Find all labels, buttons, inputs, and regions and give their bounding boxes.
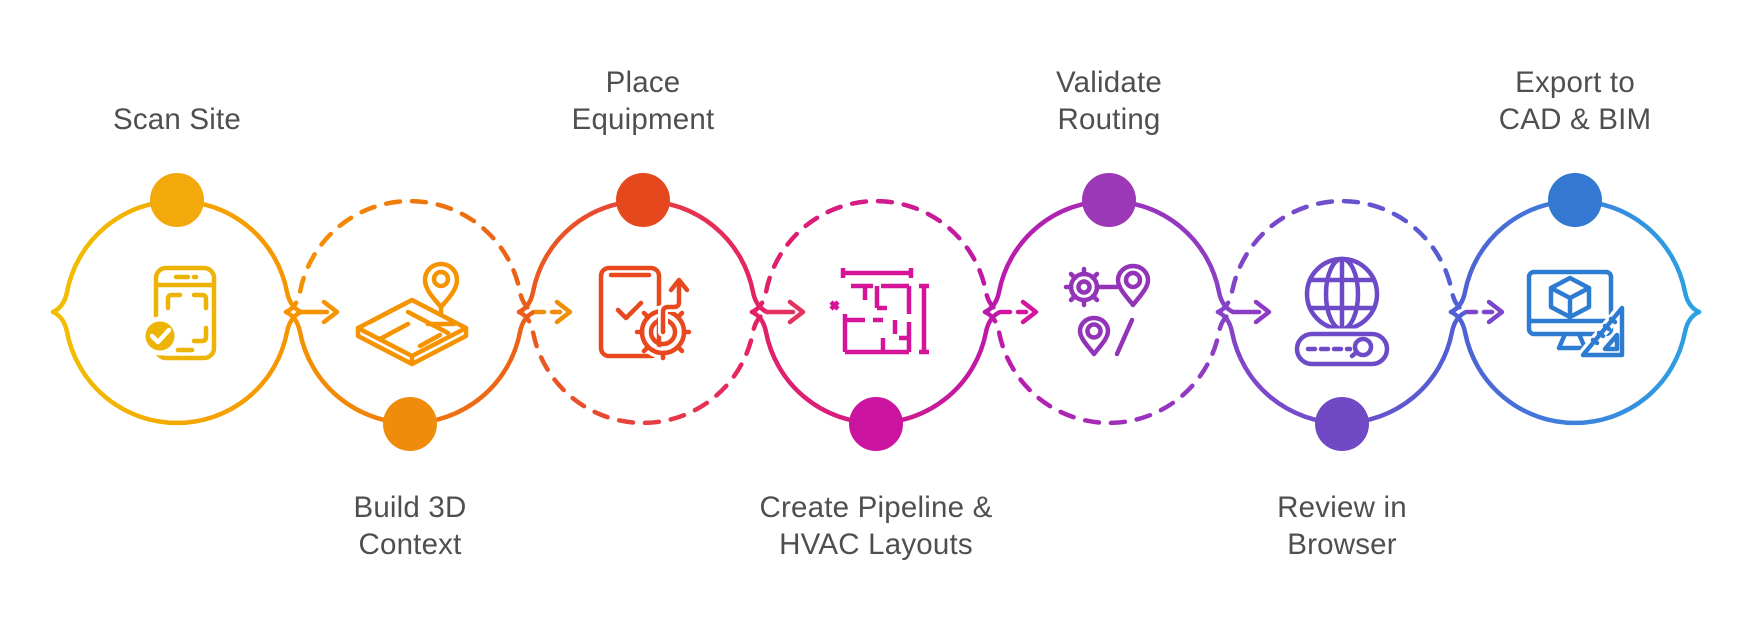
globe-search-icon: [1291, 256, 1393, 370]
map-3d-icon: [355, 259, 469, 367]
connector-4-arrow: [999, 299, 1039, 325]
step-2-node-dot: [383, 397, 437, 451]
step-2-arc-top: [283, 198, 537, 315]
step-5-label: Validate Routing: [1055, 66, 1163, 136]
step-1-node-dot: [150, 173, 204, 227]
step-2-label: Build 3D Context: [353, 491, 467, 561]
step-5-node-dot: [1082, 173, 1136, 227]
connector-2-arrowhead-icon: [554, 299, 573, 325]
step-4-arc-top: [749, 198, 1003, 315]
connector-1-arrowhead-icon: [321, 299, 340, 325]
floorplan-icon: [829, 268, 929, 355]
cad-monitor-icon: [1526, 269, 1628, 361]
step-1-label: Scan Site: [112, 103, 242, 136]
step-4-node-dot: [849, 397, 903, 451]
connector-5-arrowhead-icon: [1253, 299, 1272, 325]
step-4-label: Create Pipeline & HVAC Layouts: [759, 491, 993, 561]
step-7-node-dot: [1548, 173, 1602, 227]
step-3-arc-bottom: [516, 309, 770, 426]
connector-6-arrowhead-icon: [1486, 299, 1505, 325]
connector-5-arrow: [1230, 299, 1272, 325]
scan-phone-icon: [140, 265, 217, 361]
step-6-arc-top: [1215, 198, 1469, 315]
step-1-circle: [50, 198, 304, 426]
routing-pins-icon: [1063, 263, 1151, 357]
step-6-label: Review in Browser: [1277, 491, 1407, 561]
step-7-label: Export to CAD & BIM: [1498, 66, 1652, 136]
connector-6-arrow: [1465, 299, 1505, 325]
step-5-arc-bottom: [982, 309, 1236, 426]
connector-3-arrow: [764, 299, 806, 325]
connector-1-arrow: [298, 299, 340, 325]
equipment-gear-icon: [598, 265, 692, 361]
connector-4-arrowhead-icon: [1020, 299, 1039, 325]
connector-3-arrowhead-icon: [787, 299, 806, 325]
step-6-node-dot: [1315, 397, 1369, 451]
step-7-arc-bottom: [1448, 309, 1702, 426]
connector-2-arrow: [533, 299, 573, 325]
step-3-node-dot: [616, 173, 670, 227]
step-3-label: Place Equipment: [571, 66, 715, 136]
step-1-arc-bottom: [50, 309, 304, 426]
